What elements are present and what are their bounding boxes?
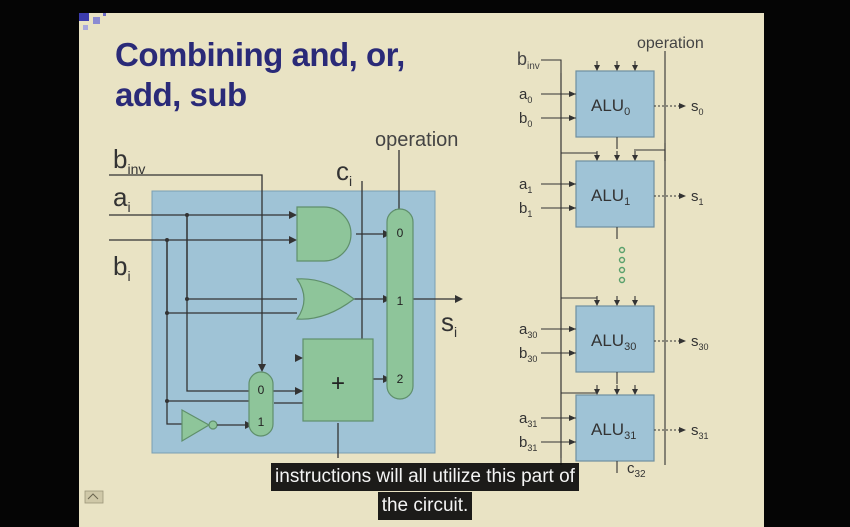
- adder-block: [302, 338, 374, 422]
- binv-mux: [248, 371, 274, 437]
- alu-output-s-label: s0: [691, 98, 704, 117]
- ci-label: ci: [336, 156, 352, 189]
- binv-mux-input-0: 0: [258, 383, 265, 397]
- mux-input-1: 1: [397, 294, 404, 308]
- inverter-icon: [181, 408, 211, 443]
- ripple-operation-label: operation: [637, 35, 704, 52]
- alu-input-b-label: b31: [519, 434, 537, 453]
- alu-input-b-label: b0: [519, 110, 532, 129]
- ai-label: ai: [113, 182, 131, 215]
- subtitle-line-2: the circuit.: [0, 492, 850, 520]
- alu-output-s-label: s1: [691, 188, 704, 207]
- binv-mux-input-1: 1: [258, 415, 265, 429]
- alu-block-label: ALU1: [591, 186, 630, 208]
- alu-stage: ALU31 a31 b31 s31: [519, 385, 709, 473]
- mux-input-2: 2: [397, 372, 404, 386]
- alu-input-a-label: a0: [519, 86, 532, 105]
- corner-decoration-icon: [79, 13, 106, 30]
- alu-output-s-label: s31: [691, 422, 709, 441]
- alu-stage: ALU30 a30 b30 s30: [519, 296, 709, 384]
- or-gate-icon: [295, 278, 355, 320]
- si-label: si: [441, 307, 457, 340]
- lecture-slide: Combining and, or, add, sub binv ai bi c…: [79, 13, 764, 527]
- carry-out-label: c32: [627, 460, 646, 480]
- alu-block: [575, 394, 655, 462]
- alu-input-b-label: b1: [519, 200, 532, 219]
- alu-input-b-label: b30: [519, 345, 537, 364]
- alu-output-s-label: s30: [691, 333, 709, 352]
- alu-input-a-label: a30: [519, 321, 537, 340]
- bi-label: bi: [113, 251, 131, 284]
- slide-title: Combining and, or, add, sub: [115, 36, 405, 113]
- alu-block-label: ALU0: [591, 96, 630, 118]
- ellipsis-dots: [618, 246, 626, 284]
- alu-stage: ALU1 a1 b1 s1: [519, 151, 704, 239]
- circuit-diagram: binv ai bi ci operation si: [79, 13, 709, 504]
- and-gate-icon: [296, 206, 352, 262]
- alu-block: [575, 160, 655, 228]
- subtitle-line-1: instructions will all utilize this part …: [0, 463, 850, 491]
- slide-footer-icon: [84, 490, 104, 504]
- alu-block-label: ALU31: [591, 420, 636, 442]
- adder-symbol: +: [331, 370, 345, 397]
- operation-mux: [386, 208, 414, 400]
- alu-block: [575, 305, 655, 373]
- alu-input-a-label: a31: [519, 410, 537, 429]
- operation-label: operation: [375, 129, 458, 151]
- alu-stage: ALU0 a0 b0 s0: [519, 61, 704, 149]
- binv-label: binv: [113, 144, 145, 177]
- alu-input-a-label: a1: [519, 176, 532, 195]
- alu-block-label: ALU30: [591, 331, 636, 353]
- mux-input-0: 0: [397, 226, 404, 240]
- alu-block: [575, 70, 655, 138]
- ripple-binv-label: binv: [517, 49, 540, 72]
